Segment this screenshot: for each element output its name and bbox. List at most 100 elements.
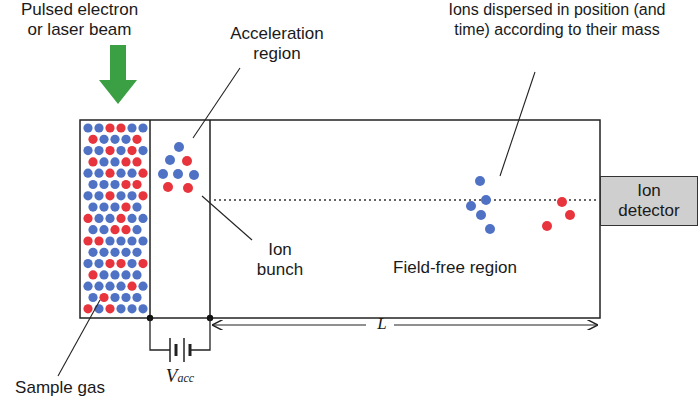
leader-lines bbox=[58, 68, 535, 376]
gas-molecule bbox=[99, 157, 108, 166]
gas-molecule bbox=[88, 270, 97, 279]
gas-molecule bbox=[99, 135, 108, 144]
gas-molecule bbox=[99, 248, 108, 257]
gas-molecule bbox=[121, 157, 130, 166]
gas-molecule bbox=[83, 214, 92, 223]
gas-molecule bbox=[94, 304, 103, 313]
gas-molecule bbox=[116, 259, 125, 268]
gas-molecule bbox=[88, 180, 97, 189]
gas-molecule bbox=[116, 146, 125, 155]
gas-molecule bbox=[138, 146, 147, 155]
gas-molecule bbox=[94, 146, 103, 155]
gas-molecule bbox=[116, 236, 125, 245]
beam-label: Pulsed electron or laser beam bbox=[12, 0, 147, 40]
gas-molecule bbox=[127, 282, 136, 291]
gas-molecule bbox=[116, 123, 125, 132]
gas-molecule bbox=[138, 259, 147, 268]
gas-molecule bbox=[99, 225, 108, 234]
beam-arrow bbox=[99, 45, 137, 104]
gas-molecule bbox=[132, 203, 141, 212]
gas-molecule bbox=[88, 248, 97, 257]
source-plate bbox=[149, 120, 151, 318]
gas-molecule bbox=[116, 282, 125, 291]
gas-molecule bbox=[110, 180, 119, 189]
gas-molecule bbox=[88, 225, 97, 234]
gas-molecule bbox=[110, 135, 119, 144]
gas-molecule bbox=[88, 203, 97, 212]
acceleration-grid bbox=[209, 120, 211, 318]
gas-molecule bbox=[127, 214, 136, 223]
gas-molecule bbox=[132, 293, 141, 302]
gas-molecule bbox=[83, 169, 92, 178]
gas-molecule bbox=[83, 282, 92, 291]
dimension-label: L bbox=[370, 314, 394, 334]
gas-molecule bbox=[132, 135, 141, 144]
gas-molecule bbox=[94, 259, 103, 268]
gas-molecule bbox=[110, 203, 119, 212]
gas-molecule bbox=[116, 191, 125, 200]
gas-molecule bbox=[138, 169, 147, 178]
flight-tube bbox=[80, 120, 600, 318]
gas-molecule bbox=[110, 248, 119, 257]
gas-molecule bbox=[88, 135, 97, 144]
gas-molecule bbox=[138, 282, 147, 291]
gas-molecule bbox=[132, 225, 141, 234]
gas-molecule bbox=[99, 203, 108, 212]
gas-molecule bbox=[127, 236, 136, 245]
gas-molecule bbox=[121, 293, 130, 302]
dispersed-ions bbox=[466, 176, 575, 234]
gas-molecule bbox=[121, 203, 130, 212]
gas-molecule bbox=[88, 157, 97, 166]
gas-molecule bbox=[132, 248, 141, 257]
gas-molecule bbox=[127, 259, 136, 268]
gas-molecule bbox=[121, 270, 130, 279]
gas-molecule bbox=[94, 191, 103, 200]
gas-molecule bbox=[88, 293, 97, 302]
gas-molecule bbox=[138, 123, 147, 132]
sample-gas-molecules bbox=[83, 123, 147, 313]
gas-molecule bbox=[132, 180, 141, 189]
gas-molecule bbox=[127, 191, 136, 200]
gas-molecule bbox=[83, 191, 92, 200]
voltage-label: Vacc bbox=[150, 366, 210, 388]
gas-molecule bbox=[83, 259, 92, 268]
detector-label: Ion detector bbox=[601, 181, 697, 221]
gas-molecule bbox=[105, 169, 114, 178]
gas-molecule bbox=[83, 236, 92, 245]
gas-molecule bbox=[110, 157, 119, 166]
gas-molecule bbox=[132, 270, 141, 279]
region-label: Acceleration region bbox=[222, 24, 332, 64]
gas-molecule bbox=[138, 191, 147, 200]
gas-molecule bbox=[105, 259, 114, 268]
callout-label: Ion bunch bbox=[250, 240, 310, 280]
gas-molecule bbox=[116, 304, 125, 313]
detector-box: Ion detector bbox=[600, 176, 698, 226]
gas-molecule bbox=[99, 293, 108, 302]
gas-molecule bbox=[110, 270, 119, 279]
gas-molecule bbox=[138, 304, 147, 313]
gas-molecule bbox=[94, 169, 103, 178]
flight-path bbox=[214, 199, 598, 200]
gas-molecule bbox=[138, 214, 147, 223]
gas-molecule bbox=[105, 282, 114, 291]
gas-molecule bbox=[99, 180, 108, 189]
gas-molecule bbox=[105, 214, 114, 223]
gas-molecule bbox=[127, 146, 136, 155]
callout-label: Ions dispersed in position (and time) ac… bbox=[438, 0, 676, 40]
gas-molecule bbox=[105, 304, 114, 313]
gas-molecule bbox=[110, 225, 119, 234]
gas-molecule bbox=[83, 146, 92, 155]
length-dimension bbox=[212, 325, 598, 326]
gas-molecule bbox=[110, 293, 119, 302]
gas-molecule bbox=[121, 135, 130, 144]
gas-molecule bbox=[105, 191, 114, 200]
gas-molecule bbox=[116, 214, 125, 223]
gas-molecule bbox=[105, 123, 114, 132]
gas-molecule bbox=[127, 304, 136, 313]
gas-molecule bbox=[99, 270, 108, 279]
gas-molecule bbox=[116, 169, 125, 178]
gas-molecule bbox=[94, 214, 103, 223]
gas-molecule bbox=[121, 248, 130, 257]
gas-molecule bbox=[105, 236, 114, 245]
